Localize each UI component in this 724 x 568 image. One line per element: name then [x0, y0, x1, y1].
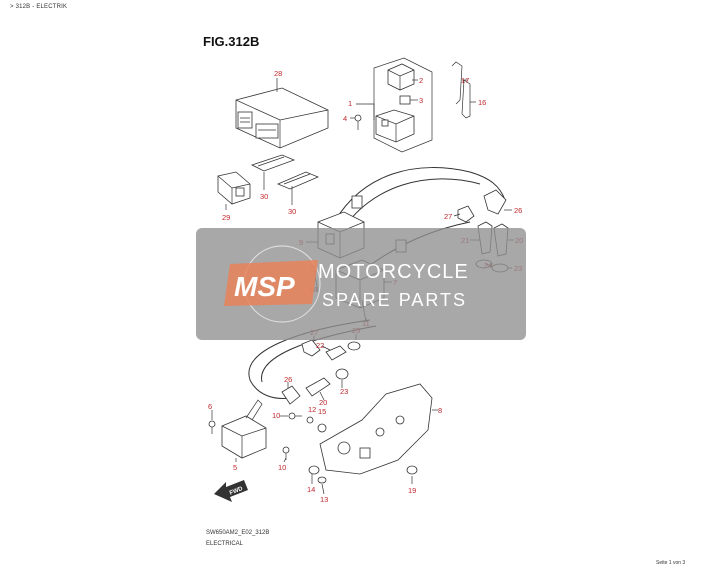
figure-title: FIG.312B	[203, 34, 260, 49]
callout-23-lower: 23	[340, 387, 348, 396]
callout-26-lower: 26	[284, 375, 292, 384]
callout-10-upper: 10	[272, 411, 280, 420]
callout-22: 22	[316, 341, 324, 350]
watermark-line1: MOTORCYCLE	[318, 261, 469, 283]
relay-2[interactable]	[387, 63, 415, 91]
watermark-logo: MSP	[234, 271, 295, 302]
clip-16[interactable]	[461, 79, 471, 119]
screw-12[interactable]	[306, 416, 314, 424]
bracket-8[interactable]	[319, 383, 433, 475]
callout-5: 5	[233, 463, 237, 472]
callout-30-right: 30	[288, 207, 296, 216]
watermark: MSP MOTORCYCLE SPARE PARTS	[196, 228, 526, 340]
callout-27-upper: 27	[444, 212, 452, 221]
cap-27-lower[interactable]	[301, 339, 321, 357]
cap-22[interactable]	[325, 345, 347, 361]
plug-cap-27[interactable]	[457, 205, 475, 223]
cap-25[interactable]	[347, 341, 361, 351]
watermark-line2: SPARE PARTS	[322, 290, 467, 310]
callout-4: 4	[343, 114, 347, 123]
diagram-code: SW650AM2_E02_312B	[206, 530, 270, 536]
washer-13[interactable]	[317, 476, 327, 484]
callout-14: 14	[307, 485, 315, 494]
callout-20-lower: 20	[319, 398, 327, 407]
plug-cap-26[interactable]	[483, 189, 507, 215]
page-indicator: Seite 1 von 3	[656, 560, 686, 566]
screw-4[interactable]	[354, 114, 362, 130]
pad-30-left[interactable]	[250, 154, 296, 172]
plug-lead-upper	[329, 167, 506, 231]
callout-28: 28	[274, 69, 282, 78]
bolt-10-lower[interactable]	[282, 446, 290, 460]
fwd-arrow-icon: FWD	[214, 480, 248, 502]
callout-12: 12	[308, 405, 316, 414]
callout-2: 2	[419, 76, 423, 85]
starter-relay[interactable]	[375, 109, 415, 143]
callout-6: 6	[208, 402, 212, 411]
callout-8: 8	[438, 406, 442, 415]
connector-29[interactable]	[217, 171, 251, 205]
callout-29: 29	[222, 213, 230, 222]
breadcrumb: > 312B - ELECTRIK	[10, 4, 68, 10]
screw-15[interactable]	[317, 423, 327, 433]
callout-30-left: 30	[260, 192, 268, 201]
relay-bracket-box	[373, 57, 433, 153]
cap-23-lower[interactable]	[335, 368, 349, 380]
fuse-3[interactable]	[399, 95, 411, 105]
bolt-6[interactable]	[208, 420, 216, 434]
coil-connector-upper[interactable]	[351, 195, 363, 209]
ecu-unit[interactable]	[235, 87, 329, 149]
pad-30-right[interactable]	[276, 171, 320, 190]
cap-26-lower[interactable]	[281, 385, 301, 405]
regulator-5[interactable]	[221, 399, 267, 459]
bolt-10-upper[interactable]	[288, 412, 302, 420]
callout-13: 13	[320, 495, 328, 504]
cap-20-lower[interactable]	[305, 377, 331, 397]
nut-14[interactable]	[308, 465, 320, 475]
nut-19[interactable]	[406, 465, 418, 475]
callout-1: 1	[348, 99, 352, 108]
callout-15: 15	[318, 407, 326, 416]
callout-17: 17	[461, 76, 469, 85]
callout-10-lower: 10	[278, 463, 286, 472]
callout-3: 3	[419, 96, 423, 105]
fwd-label: FWD	[229, 486, 245, 497]
callout-26-upper: 26	[514, 206, 522, 215]
diagram-description: ELECTRICAL	[206, 541, 244, 547]
clip-17[interactable]	[451, 61, 463, 105]
callout-16: 16	[478, 98, 486, 107]
callout-19: 19	[408, 486, 416, 495]
